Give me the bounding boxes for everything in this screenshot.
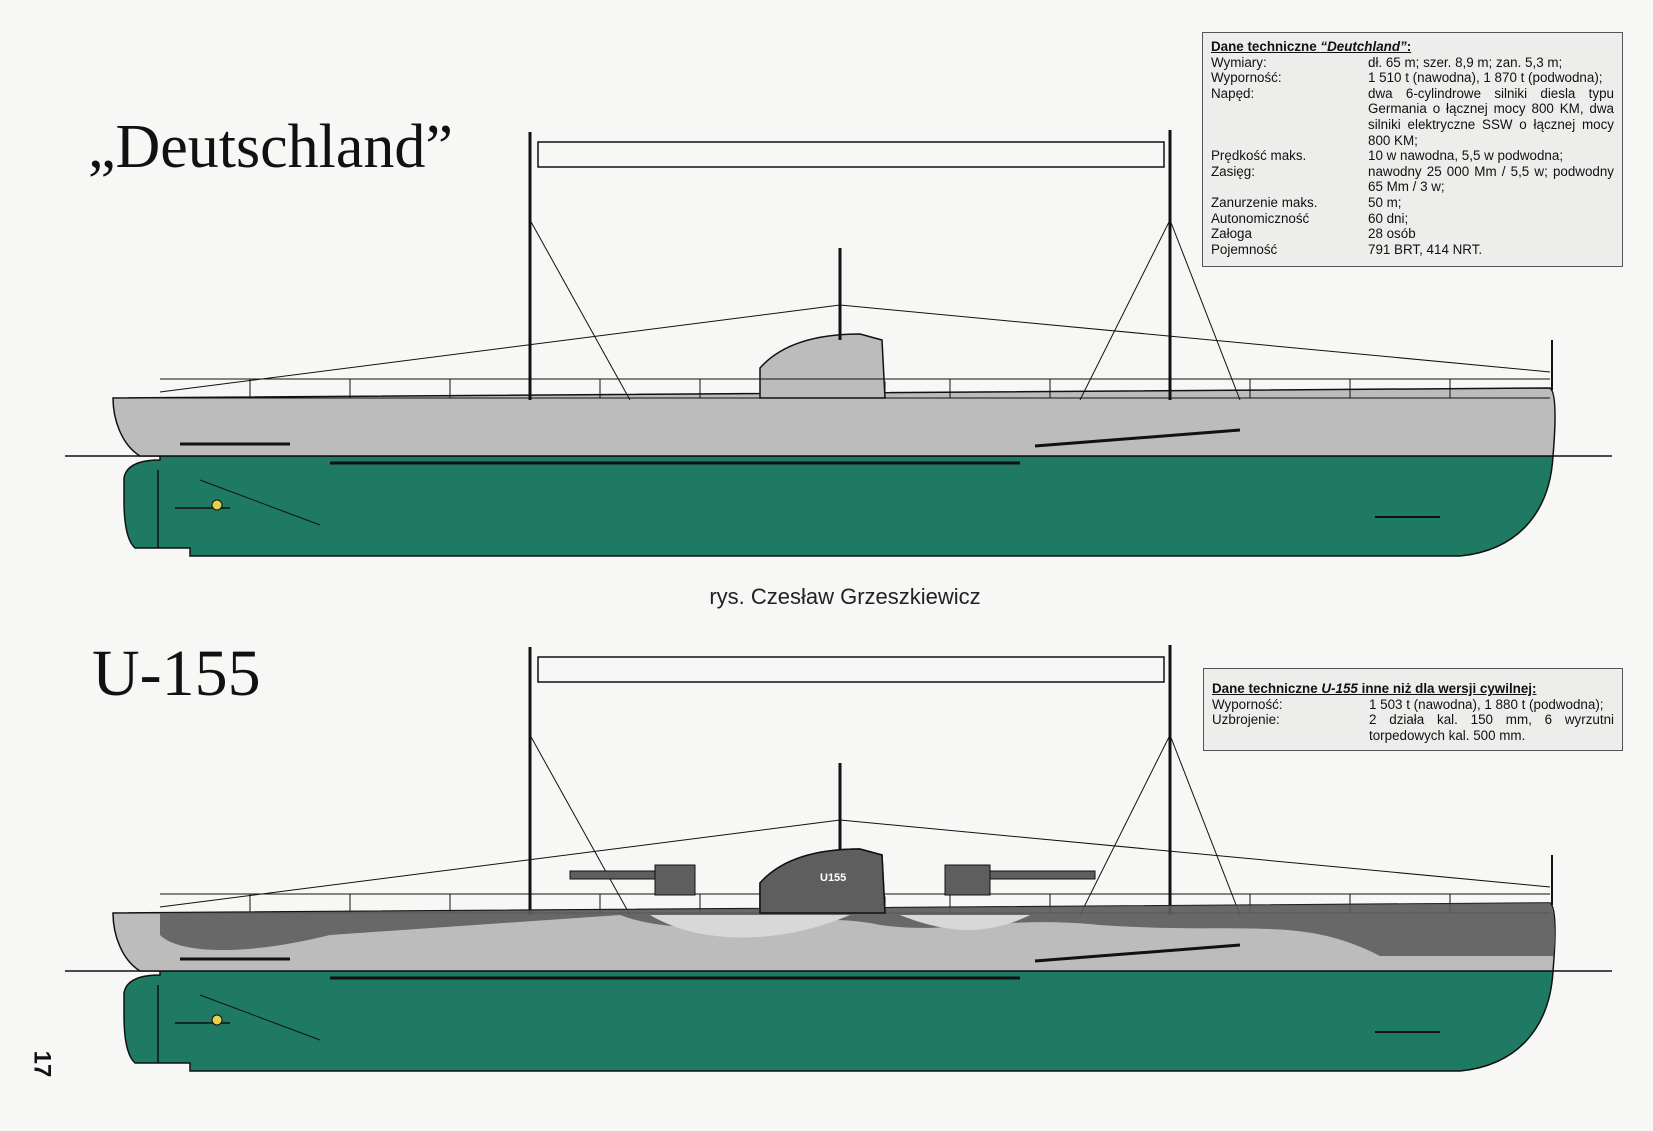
spec-row: Wyporność: 1 510 t (nawodna), 1 870 t (po… <box>1211 70 1614 86</box>
spec-label: Załoga <box>1211 226 1252 242</box>
heading-name: U-155 <box>1321 681 1358 696</box>
spec-value: nawodny 25 000 Mm / 5,5 w; podwodny 65 M… <box>1368 163 1614 195</box>
spec-row: Pojemność 791 BRT, 414 NRT. <box>1211 242 1614 258</box>
spec-value: 60 dni; <box>1368 210 1409 226</box>
spec-row: Zasięg: nawodny 25 000 Mm / 5,5 w; podwod… <box>1211 164 1614 195</box>
u155-profile: U155 <box>63 643 1614 1073</box>
page-number: 17 <box>28 1050 56 1078</box>
spec-value: dwa 6-cylindrowe silniki diesla typu Ger… <box>1368 85 1614 148</box>
spec-row: Zanurzenie maks. 50 m; <box>1211 195 1614 211</box>
specs-u155-box: Dane techniczne U-155 inne niż dla wersj… <box>1203 668 1623 751</box>
spec-label: Pojemność <box>1211 241 1278 257</box>
spec-label: Wyporność: <box>1212 696 1283 712</box>
heading-name: “Deutchland” <box>1320 39 1407 54</box>
spec-value: dł. 65 m; szer. 8,9 m; zan. 5,3 m; <box>1368 54 1563 70</box>
spec-value: 50 m; <box>1368 194 1402 210</box>
heading-suffix: inne niż dla wersji cywilnej: <box>1357 681 1537 696</box>
deutschland-title: „Deutschland” <box>88 113 453 181</box>
specs-heading: Dane techniczne “Deutchland”: <box>1211 39 1614 55</box>
spec-row: Uzbrojenie: 2 działa kal. 150 mm, 6 wyrzu… <box>1212 712 1614 743</box>
spec-value: 791 BRT, 414 NRT. <box>1368 241 1483 257</box>
heading-suffix: : <box>1406 39 1412 54</box>
spec-value: 1 503 t (nawodna), 1 880 t (podwodna); <box>1369 696 1604 712</box>
spec-label: Wymiary: <box>1211 54 1267 70</box>
spec-row: Wymiary: dł. 65 m; szer. 8,9 m; zan. 5,3 … <box>1211 55 1614 71</box>
heading-prefix: Dane techniczne <box>1211 39 1321 54</box>
u155-title: U-155 <box>92 637 261 710</box>
spec-row: Napęd: dwa 6-cylindrowe silniki diesla ty… <box>1211 86 1614 148</box>
spec-value: 28 osób <box>1368 226 1416 242</box>
spec-label: Autonomiczność <box>1211 210 1310 226</box>
spec-value: 1 510 t (nawodna), 1 870 t (podwodna); <box>1368 70 1603 86</box>
spec-label: Napęd: <box>1211 85 1255 101</box>
spec-label: Zanurzenie maks. <box>1211 194 1318 210</box>
specs-heading: Dane techniczne U-155 inne niż dla wersj… <box>1212 681 1614 697</box>
drawing-credit: rys. Czesław Grzeszkiewicz <box>709 584 981 609</box>
specs-deutschland-box: Dane techniczne “Deutchland”: Wymiary: dł… <box>1202 32 1623 267</box>
spec-label: Wyporność: <box>1211 70 1282 86</box>
spec-row: Załoga 28 osób <box>1211 226 1614 242</box>
conning-tower-label: U155 <box>820 872 846 884</box>
spec-row: Wyporność: 1 503 t (nawodna), 1 880 t (po… <box>1212 697 1614 713</box>
spec-value: 10 w nawodna, 5,5 w podwodna; <box>1368 148 1564 164</box>
spec-value: 2 działa kal. 150 mm, 6 wyrzutni torpedo… <box>1369 712 1614 743</box>
spec-label: Uzbrojenie: <box>1212 712 1280 728</box>
heading-prefix: Dane techniczne <box>1212 681 1322 696</box>
spec-row: Prędkość maks. 10 w nawodna, 5,5 w podwod… <box>1211 148 1614 164</box>
spec-row: Autonomiczność 60 dni; <box>1211 211 1614 227</box>
spec-label: Zasięg: <box>1211 163 1255 179</box>
spec-label: Prędkość maks. <box>1211 148 1307 164</box>
